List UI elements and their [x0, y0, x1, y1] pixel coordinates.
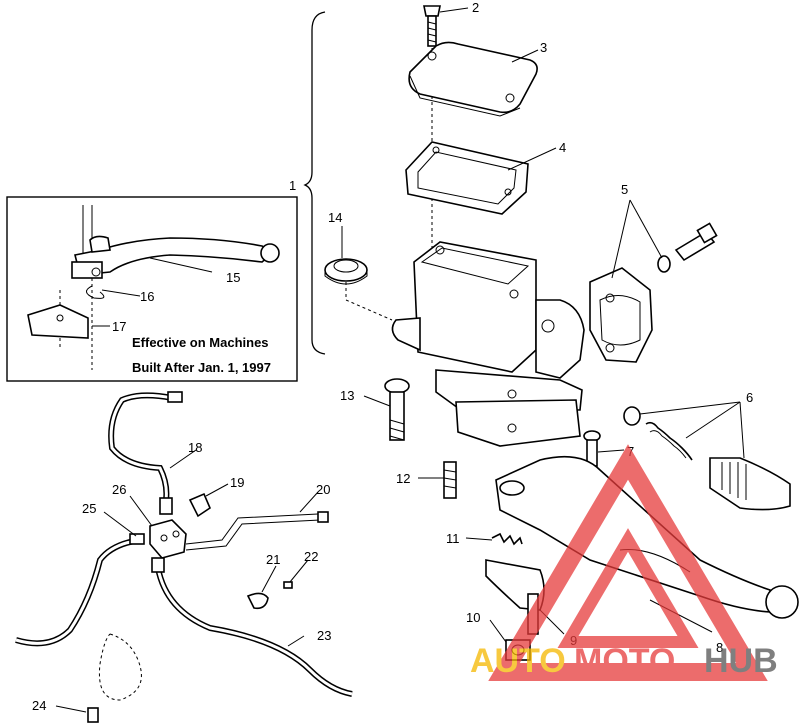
inset-box: [6, 196, 298, 382]
inset-note-line-2: Built After Jan. 1, 1997: [132, 360, 271, 375]
spring-11: [491, 532, 523, 546]
callout-24: 24: [32, 698, 46, 713]
callout-19: 19: [230, 475, 244, 490]
watermark-text-auto: AUTO: [470, 642, 566, 680]
brake-hose-25: [15, 533, 145, 647]
callout-20: 20: [316, 482, 330, 497]
watermark-triangle-outer: [488, 444, 768, 681]
watermark: AUTO MOTO HUB: [470, 444, 778, 681]
callout-26: 26: [112, 482, 126, 497]
assembly-bracket: [303, 11, 326, 355]
handlebar-clamp-5: [589, 222, 718, 363]
bolt-24: [87, 707, 99, 723]
brake-hose-18: [108, 391, 183, 515]
pivot-bolt-13: [384, 378, 410, 441]
callout-16: 16: [140, 289, 154, 304]
piston-assembly-6: [623, 406, 791, 511]
distribution-block-26: [149, 519, 187, 559]
callout-21: 21: [266, 552, 280, 567]
callout-22: 22: [304, 549, 318, 564]
frame-outline: [98, 633, 142, 701]
inset-brake-lever: [27, 205, 280, 370]
diaphragm-gasket-4: [405, 141, 529, 215]
watermark-text-hub: HUB: [704, 642, 778, 680]
reservoir-cover-3: [408, 41, 538, 114]
callout-17: 17: [112, 319, 126, 334]
watermark-triangle-inner: [557, 528, 699, 648]
clip-21: [246, 592, 269, 610]
callout-23: 23: [317, 628, 331, 643]
callout-2: 2: [472, 0, 479, 15]
fitting-19: [188, 492, 211, 518]
screw-2: [423, 5, 441, 47]
callout-1: 1: [289, 178, 296, 193]
callout-12: 12: [396, 471, 410, 486]
callout-18: 18: [188, 440, 202, 455]
bushing-14: [324, 258, 393, 321]
callout-5: 5: [621, 182, 628, 197]
callout-8: 8: [716, 640, 723, 655]
callout-4: 4: [559, 140, 566, 155]
callout-13: 13: [340, 388, 354, 403]
bolt-22: [283, 581, 293, 589]
brake-line-20: [185, 511, 329, 551]
callout-3: 3: [540, 40, 547, 55]
callout-15: 15: [226, 270, 240, 285]
brake-hose-23: [151, 557, 353, 697]
inset-note-line-1: Effective on Machines: [132, 335, 269, 350]
master-cylinder-body: [391, 241, 585, 447]
watermark-text-moto: MOTO: [574, 642, 675, 680]
leader-lines: [55, 7, 745, 713]
bolt-12: [443, 461, 457, 499]
callout-14: 14: [328, 210, 342, 225]
callout-11: 11: [446, 531, 460, 546]
callout-6: 6: [746, 390, 753, 405]
callout-25: 25: [82, 501, 96, 516]
callout-10: 10: [466, 610, 480, 625]
